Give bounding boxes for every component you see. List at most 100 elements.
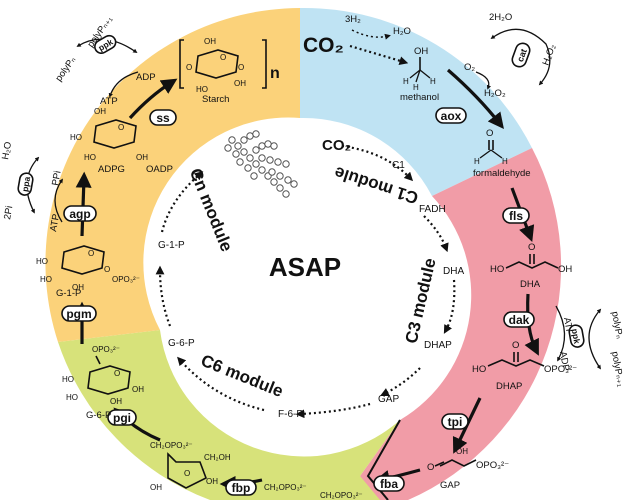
svg-text:fls: fls [509, 209, 523, 223]
svg-text:OPO₃²⁻: OPO₃²⁻ [92, 345, 120, 354]
svg-text:OH: OH [558, 264, 572, 275]
enzyme-pgm: pgm [61, 305, 97, 322]
svg-text:H: H [502, 157, 508, 166]
svg-text:OH: OH [234, 79, 246, 88]
svg-text:O: O [528, 242, 535, 253]
c3-dha-label: DHA [520, 279, 541, 290]
svg-text:HO: HO [84, 153, 96, 162]
inner-dha: DHA [443, 266, 464, 277]
inner-gap: GAP [378, 394, 399, 405]
center-title: ASAP [269, 252, 341, 282]
svg-text:HO: HO [490, 264, 504, 275]
svg-text:OH: OH [72, 283, 84, 292]
enzyme-agp: agp [63, 205, 97, 222]
sector-cn [45, 8, 300, 342]
svg-text:HO: HO [40, 275, 52, 284]
svg-text:OH: OH [456, 447, 468, 456]
cn-oadp-label: OADP [146, 164, 173, 175]
enzyme-cat: cat [511, 42, 531, 68]
c1-2h2o: 2H₂O [489, 12, 512, 23]
cn-g1p-label: G-1-P [56, 288, 81, 299]
svg-text:ppa: ppa [20, 176, 33, 193]
sector-c1 [300, 7, 532, 197]
svg-text:OH: OH [204, 37, 216, 46]
svg-text:tpi: tpi [448, 415, 463, 429]
svg-text:HO: HO [70, 133, 82, 142]
svg-text:ppk: ppk [570, 328, 583, 345]
cn-starch-label: Starch [202, 94, 229, 105]
module-cn-label: Cn module [186, 166, 237, 255]
svg-text:O: O [118, 123, 124, 132]
svg-text:H: H [403, 77, 409, 86]
cn-adp-ss: ADP [136, 72, 156, 83]
enzyme-tpi: tpi [441, 413, 469, 430]
svg-text:fbp: fbp [232, 481, 251, 495]
svg-text:O: O [88, 249, 94, 258]
c3-polyp-n: polyPₙ [609, 311, 625, 340]
co2-to-methanol-arrow [349, 44, 409, 65]
f6p-structure: CH₂OPO₃²⁻ O CH₂OH OH OH [150, 441, 231, 492]
svg-text:OH: OH [414, 46, 428, 57]
enzyme-fls: fls [502, 207, 530, 224]
svg-text:OH: OH [94, 107, 106, 116]
starch-structure: O OH O O HO OH [179, 37, 267, 94]
atp-ppi-arrow [54, 178, 64, 223]
module-c6-label: C6 module [198, 351, 286, 401]
methanol-to-formaldehyde-arrow [446, 68, 504, 130]
inner-cycle-arrows [155, 144, 456, 419]
svg-text:HO: HO [62, 375, 74, 384]
starch-granule-icon [224, 130, 298, 198]
enzyme-fba: fba [373, 475, 405, 492]
svg-text:CH₂OPO₃²⁻: CH₂OPO₃²⁻ [150, 441, 193, 450]
cn-2pi: 2Pi [2, 205, 15, 220]
o2-to-h2o2-arrow [475, 71, 492, 90]
svg-text:O: O [220, 53, 226, 62]
svg-text:OPO₃²⁻: OPO₃²⁻ [476, 460, 509, 471]
cn-polyp-n: polyPₙ [53, 55, 78, 84]
c6-ch2opo3-b: CH₂OPO₃²⁻ [264, 483, 307, 492]
atp-adp-cycle-right [555, 305, 566, 362]
svg-text:OH: OH [110, 397, 122, 406]
svg-text:OPO₃²⁻: OPO₃²⁻ [112, 275, 140, 284]
svg-text:O: O [512, 340, 519, 351]
enzyme-fbp: fbp [225, 479, 257, 496]
sector-c3 [360, 148, 562, 500]
gap-structure: O OH OPO₃²⁻ [427, 447, 509, 473]
g1p-structure: O HO HO OH O OPO₃²⁻ [36, 245, 140, 292]
svg-text:O: O [114, 369, 120, 378]
co2-main-label: CO₂ [303, 34, 344, 57]
inner-g1p: G-1-P [158, 240, 185, 251]
svg-text:fba: fba [380, 477, 398, 491]
cn-starch-n: n [270, 65, 280, 82]
enzyme-ppk-left: ppk [94, 34, 117, 54]
svg-text:HO: HO [36, 257, 48, 266]
c6-ch2opo3-c: CH₂OPO₃²⁻ [320, 491, 363, 500]
svg-text:OH: OH [150, 483, 162, 492]
svg-text:HO: HO [66, 393, 78, 402]
adp-atp-cycle-left [108, 71, 139, 98]
svg-text:OH: OH [206, 477, 218, 486]
cn-h2o: H₂O [0, 141, 14, 161]
sector-divider [366, 419, 401, 500]
adpg-structure: O OH HO HO OH [70, 107, 148, 162]
svg-text:pgm: pgm [66, 307, 91, 321]
inner-dhap: DHAP [424, 340, 452, 351]
enzyme-ppk-right: ppk [568, 324, 585, 348]
module-c1-label: C1 module [332, 163, 421, 208]
svg-text:pgi: pgi [113, 411, 131, 425]
svg-text:HO: HO [472, 364, 486, 375]
svg-text:O: O [104, 265, 110, 274]
inner-co2: CO₂ [322, 137, 351, 154]
inner-fadh: FADH [419, 204, 446, 215]
c1-o2: O₂ [464, 62, 475, 73]
svg-text:agp: agp [69, 207, 90, 221]
ring-sectors [45, 7, 562, 500]
g6p-structure: OPO₃²⁻ O HO HO OH OH [62, 345, 144, 406]
svg-text:dak: dak [509, 313, 530, 327]
c1-hydrogenation-arrow [351, 29, 391, 40]
c1-formaldehyde-label: formaldehyde [473, 168, 531, 179]
inner-g6p: G-6-P [168, 338, 195, 349]
c3-gap-label: GAP [440, 480, 460, 491]
c6-g6p-label: G-6-P [86, 410, 111, 421]
